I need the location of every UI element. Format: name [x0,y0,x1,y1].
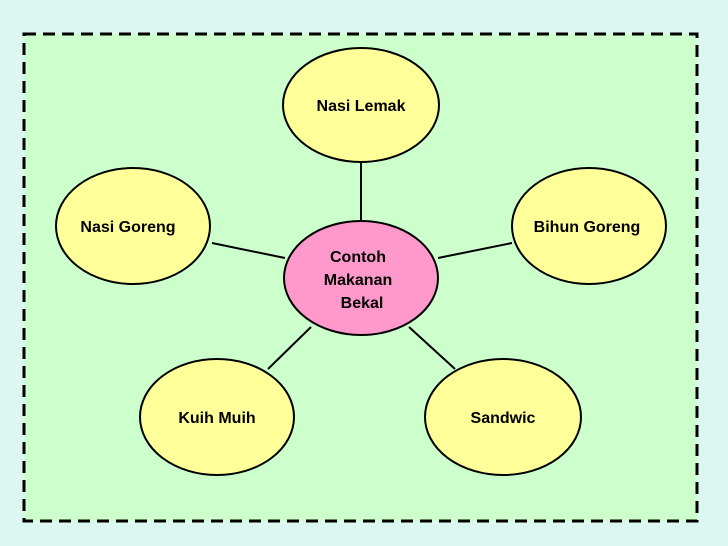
node-nasi-goreng: Nasi Goreng [55,167,211,285]
center-label-line-1: Contoh [330,249,386,266]
node-kuih-muih: Kuih Muih [139,358,295,476]
node-ellipse [55,167,211,285]
center-label-line-3: Bekal [341,295,384,312]
node-label: Kuih Muih [178,410,255,427]
connector-bihun-goreng [437,242,513,259]
node-ellipse [282,47,440,163]
node-label: Sandwic [471,410,536,427]
connector-sandwic [408,326,456,370]
center-label-line-2: Makanan [324,272,392,289]
node-label: Nasi Lemak [317,98,406,115]
node-ellipse [511,167,667,285]
connector-nasi-goreng [211,242,286,259]
connector-kuih-muih [267,326,312,370]
node-ellipse [139,358,295,476]
center-ellipse [283,220,439,336]
node-nasi-lemak: Nasi Lemak [282,47,440,163]
node-bihun-goreng: Bihun Goreng [511,167,667,285]
center-node: Contoh Makanan Bekal [283,220,439,336]
node-label: Nasi Goreng [80,219,175,236]
node-ellipse [424,358,582,476]
node-sandwic: Sandwic [424,358,582,476]
node-label: Bihun Goreng [534,219,641,236]
